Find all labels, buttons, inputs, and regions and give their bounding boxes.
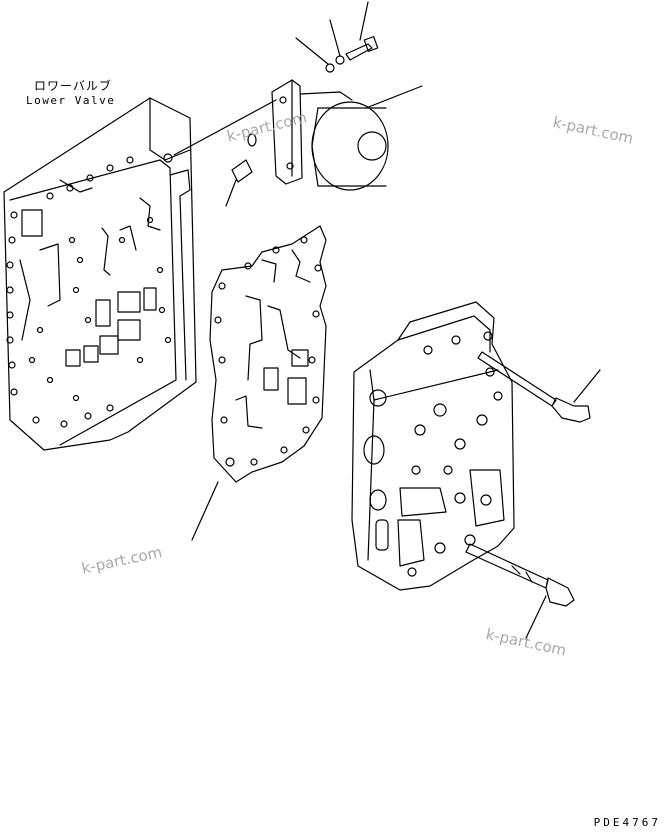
washer — [325, 63, 335, 73]
bolt-upper-leader — [573, 369, 601, 403]
solenoid-valve — [271, 79, 389, 191]
spring-washer — [335, 55, 345, 65]
solenoid-leader — [365, 85, 423, 109]
gasket-leader — [191, 481, 219, 541]
washer-leader — [295, 37, 329, 65]
gasket-plate — [209, 225, 327, 483]
filter — [231, 159, 253, 183]
o-ring — [247, 133, 257, 147]
drawing-code: PDE4767 — [593, 816, 661, 829]
bolt-lower-leader — [525, 595, 547, 639]
lower-valve-label-jp: ロワーバルブ — [34, 79, 112, 93]
spring-washer-leader — [329, 19, 341, 57]
lower-valve-body — [3, 97, 197, 451]
lower-valve-leader — [173, 99, 277, 156]
bolt-leader — [359, 1, 369, 41]
mounting-bolt-upper — [477, 351, 591, 423]
filter-leader — [225, 179, 237, 207]
lower-valve-label-en: Lower Valve — [26, 94, 116, 107]
mounting-bolt-lower — [465, 543, 575, 607]
mounting-bolt-small — [345, 36, 379, 61]
upper-valve-body — [351, 301, 515, 591]
